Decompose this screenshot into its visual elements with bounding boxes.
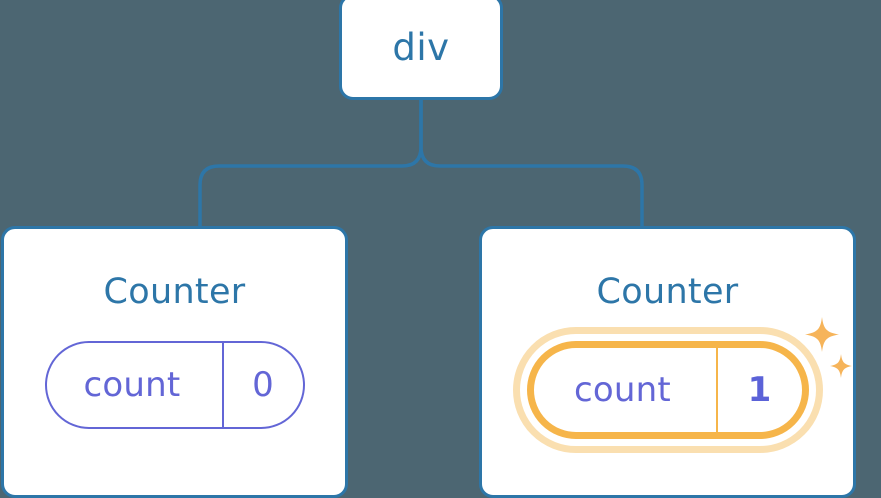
counter-title: Counter bbox=[103, 272, 246, 312]
state-pill-area: count 0 bbox=[4, 341, 345, 429]
sparkle-small-icon bbox=[829, 354, 852, 378]
state-pill-highlight-wrap: count 1 bbox=[512, 317, 852, 453]
state-pill-key: count bbox=[574, 370, 671, 410]
node-div-label: div bbox=[392, 25, 450, 69]
state-pill-value: 0 bbox=[221, 343, 303, 427]
state-pill-area: count 1 bbox=[482, 317, 853, 453]
state-pill-key: count bbox=[83, 365, 181, 405]
node-div[interactable]: div bbox=[339, 0, 503, 100]
connector-right bbox=[419, 98, 644, 228]
connector-left bbox=[198, 98, 423, 228]
state-pill-count[interactable]: count 1 bbox=[526, 341, 809, 439]
state-pill-value: 1 bbox=[715, 348, 802, 432]
counter-title: Counter bbox=[596, 272, 739, 312]
node-counter-left[interactable]: Counter count 0 bbox=[1, 226, 348, 498]
sparkle-large-icon bbox=[804, 317, 839, 352]
state-pill-count[interactable]: count 0 bbox=[44, 341, 305, 429]
node-counter-right[interactable]: Counter count 1 bbox=[479, 226, 856, 498]
